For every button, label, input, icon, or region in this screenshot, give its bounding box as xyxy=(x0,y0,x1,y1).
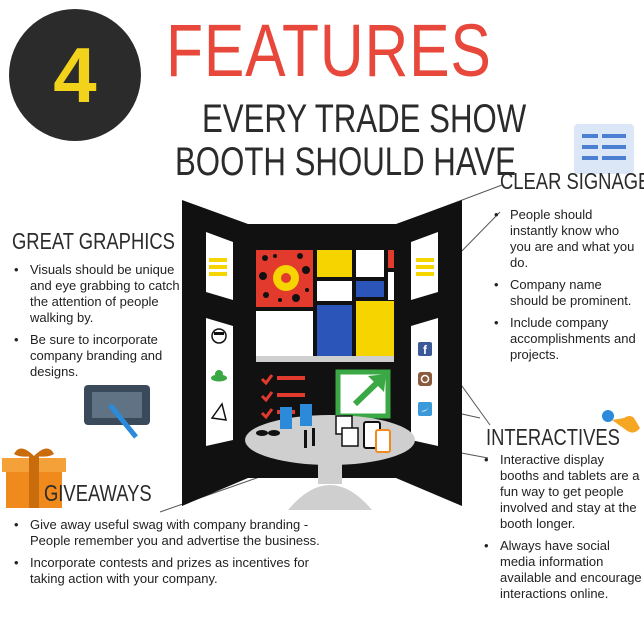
list-item: Be sure to incorporate company branding … xyxy=(12,332,184,380)
great-graphics-list: Visuals should be unique and eye grabbin… xyxy=(12,262,184,386)
interactives-heading: INTERACTIVES xyxy=(486,424,620,450)
document-list-icon xyxy=(574,124,634,174)
gift-box-icon xyxy=(2,448,66,508)
twitter-icon xyxy=(418,402,432,416)
list-item: Visuals should be unique and eye grabbin… xyxy=(12,262,184,326)
shape-icon xyxy=(210,402,227,421)
list-item: Incorporate contests and prizes as incen… xyxy=(12,555,342,587)
svg-text:f: f xyxy=(423,343,428,357)
drawing-tablet-icon xyxy=(84,385,150,439)
list-item: Company name should be prominent. xyxy=(492,277,642,309)
list-item: Always have social media information ava… xyxy=(482,538,642,602)
list-item: Interactive display booths and tablets a… xyxy=(482,452,642,532)
facebook-icon xyxy=(418,342,432,356)
giveaways-heading: GIVEAWAYS xyxy=(44,480,152,506)
interactives-list: Interactive display booths and tablets a… xyxy=(482,452,642,608)
number-badge xyxy=(9,9,141,141)
list-item: People should instantly know who you are… xyxy=(492,207,642,271)
list-item: Include company accomplishments and proj… xyxy=(492,315,642,363)
subtitle-line-2: BOOTH SHOULD HAVE xyxy=(175,140,516,184)
great-graphics-heading: GREAT GRAPHICS xyxy=(12,228,175,254)
number-badge-value: 4 xyxy=(53,30,97,119)
subtitle-line-1: EVERY TRADE SHOW xyxy=(202,97,527,141)
instagram-icon xyxy=(418,372,432,386)
swag-items xyxy=(256,404,391,453)
clear-signage-list: People should instantly know who you are… xyxy=(492,207,642,369)
clear-signage-heading: CLEAR SIGNAGE xyxy=(500,168,644,194)
main-title: FEATURES xyxy=(166,9,492,92)
list-item: Give away useful swag with company brand… xyxy=(12,517,342,549)
pointing-hand-icon xyxy=(602,410,640,433)
face-icon xyxy=(211,328,227,344)
giveaways-list: Give away useful swag with company brand… xyxy=(12,517,342,593)
